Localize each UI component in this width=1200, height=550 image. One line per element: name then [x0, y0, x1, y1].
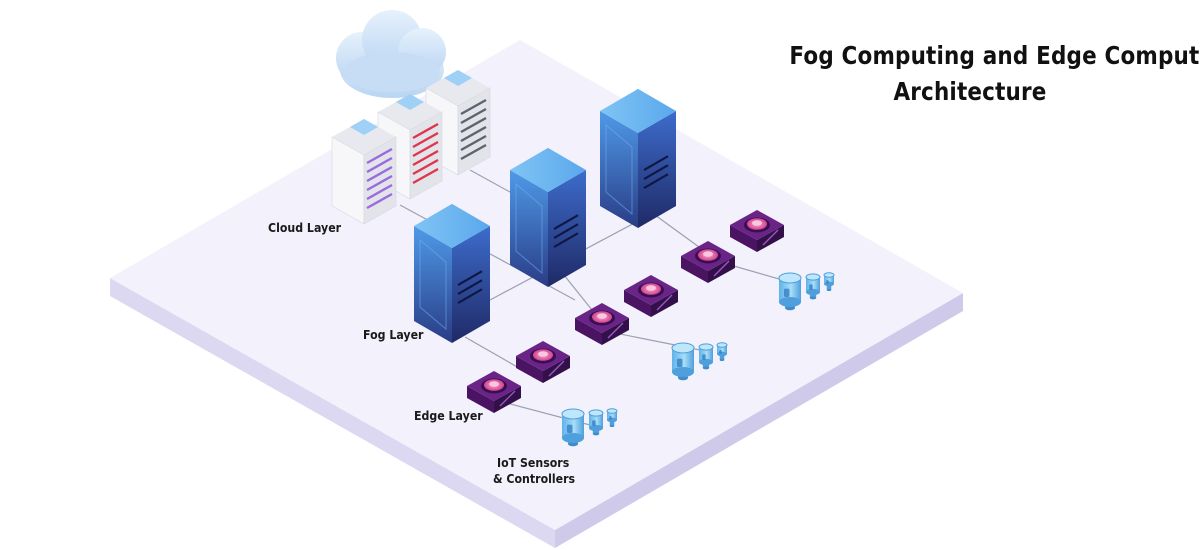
iot-label-line-2: & Controllers — [493, 471, 576, 486]
cloud-icon — [336, 10, 446, 98]
edge-layer-label: Edge Layer — [414, 408, 483, 423]
cloud-server-rack-purple — [331, 119, 397, 225]
edge-device-2 — [681, 241, 735, 283]
iot-sensor-group-1 — [778, 272, 835, 311]
fog-server-back — [600, 88, 676, 228]
iot-sensor-group-2 — [671, 342, 728, 381]
platform — [110, 40, 963, 548]
iot-sensor-small — [823, 272, 835, 292]
fog-server-front — [414, 203, 490, 343]
edge-devices — [467, 210, 784, 413]
title-line-2: Architecture — [893, 77, 1047, 106]
iot-sensor-group-3 — [561, 408, 618, 447]
edge-device-3 — [624, 275, 678, 317]
fog-layer-label: Fog Layer — [363, 327, 424, 342]
fog-servers — [414, 88, 676, 343]
diagram-title: Fog Computing and Edge Computing Archite… — [789, 38, 1200, 110]
edge-device-6 — [467, 371, 521, 413]
edge-device-5 — [516, 341, 570, 383]
fog-server-middle — [510, 147, 586, 287]
iot-sensor-medium — [698, 343, 714, 370]
iot-sensor-large — [671, 342, 695, 381]
iot-sensor-medium — [588, 409, 604, 436]
iot-label-line-1: IoT Sensors — [497, 455, 570, 470]
iot-sensor-small — [606, 408, 618, 428]
iot-sensor-large — [561, 408, 585, 447]
iot-sensor-small — [716, 342, 728, 362]
iot-sensor-medium — [805, 273, 821, 300]
edge-device-1 — [730, 210, 784, 252]
edge-device-4 — [575, 303, 629, 345]
iot-sensors — [561, 272, 835, 447]
cloud-layer-label: Cloud Layer — [268, 220, 342, 235]
title-line-1: Fog Computing and Edge Computing — [789, 41, 1200, 70]
iot-sensor-large — [778, 272, 802, 311]
